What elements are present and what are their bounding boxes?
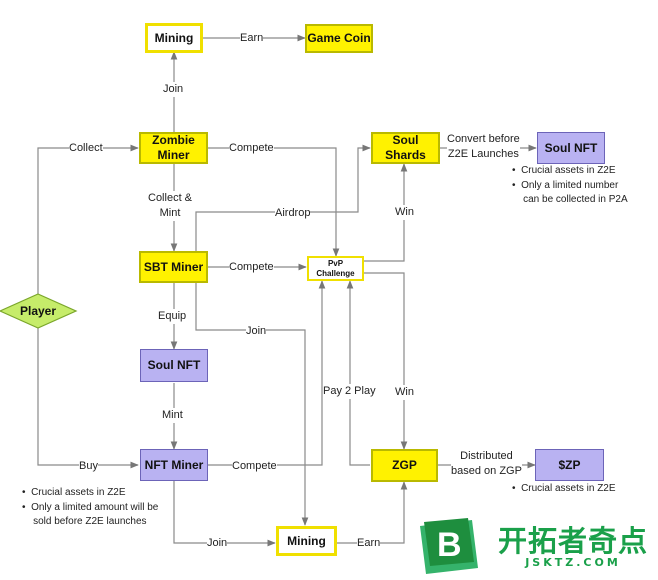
- node-mining-top: Mining: [145, 23, 203, 53]
- node-zombie-miner: Zombie Miner: [139, 132, 208, 164]
- node-label: Soul Shards: [385, 133, 426, 162]
- edge-label-buy: Buy: [79, 459, 98, 474]
- edge-label-win-shards: Win: [395, 205, 414, 220]
- node-soul-nft-middle: Soul NFT: [140, 349, 208, 382]
- node-label: Player: [19, 303, 57, 318]
- node-nft-miner: NFT Miner: [140, 449, 208, 481]
- node-label: Game Coin: [307, 31, 371, 45]
- note-line: • Crucial assets in Z2E: [512, 483, 616, 494]
- note-line: • Crucial assets in Z2E: [22, 487, 126, 498]
- edge-label-mint: Mint: [162, 408, 183, 423]
- node-label: SBT Miner: [143, 259, 204, 274]
- watermark-url: JSKTZ.COM: [525, 556, 621, 569]
- edge-label-compete-zombie: Compete: [229, 141, 274, 156]
- edge-label-line1: Convert before: [447, 133, 520, 145]
- node-label-line1: PvP: [327, 258, 344, 268]
- node-mining-bottom: Mining: [276, 526, 337, 556]
- edge-label-airdrop: Airdrop: [275, 206, 311, 221]
- edge-label-earn-top: Earn: [240, 31, 264, 46]
- edge-label-line1: Distributed: [460, 450, 513, 462]
- edge-label-compete-nft: Compete: [232, 459, 277, 474]
- edge-label-join-top: Join: [163, 82, 184, 97]
- edge-label-line1: Collect &: [148, 192, 193, 204]
- node-soul-shards: Soul Shards: [371, 132, 440, 164]
- node-label-line1: Zombie: [152, 133, 195, 147]
- node-label: Soul NFT: [147, 358, 201, 372]
- note-nft-miner: • Crucial assets in Z2E • Only a limited…: [22, 486, 158, 530]
- note-line: • Only a limited number: [512, 179, 619, 191]
- note-line: • Crucial assets in Z2E: [512, 165, 616, 176]
- node-label-line2: Miner: [157, 148, 190, 162]
- note-line: • Only a limited amount will be: [22, 501, 159, 513]
- edge-label-distributed: Distributed based on ZGP: [451, 449, 522, 479]
- node-label: $ZP: [558, 457, 581, 472]
- note-line: sold before Z2E launches: [33, 516, 147, 527]
- edge-label-convert: Convert before Z2E Launches: [447, 132, 520, 162]
- note-soul-nft: • Crucial assets in Z2E • Only a limited…: [512, 164, 628, 208]
- note-line: can be collected in P2A: [523, 194, 628, 205]
- edge-label-join-sbt: Join: [246, 324, 267, 339]
- svg-text:B: B: [437, 526, 462, 564]
- node-label: Soul NFT: [544, 140, 598, 155]
- node-label: ZGP: [392, 458, 417, 472]
- node-label-line2: Challenge: [316, 268, 355, 278]
- player-diamond-shape: [0, 293, 78, 329]
- node-szp: $ZP: [535, 449, 604, 481]
- edge-label-line2: Mint: [159, 206, 181, 219]
- edge-label-equip: Equip: [158, 309, 187, 324]
- note-szp: • Crucial assets in Z2E: [512, 482, 616, 497]
- edge-label-line2: Z2E Launches: [447, 147, 519, 160]
- edge-label-earn-bottom: Earn: [357, 536, 381, 551]
- watermark-logo-icon: B: [420, 518, 478, 574]
- edge-label-collect: Collect: [69, 141, 103, 156]
- edge-label-win-zgp: Win: [395, 385, 414, 400]
- node-pvp-challenge: PvP Challenge: [307, 256, 364, 281]
- node-player: Player: [6, 302, 70, 320]
- node-label: Mining: [154, 30, 194, 45]
- edge-label-pay2play: Pay 2 Play: [323, 384, 376, 399]
- node-game-coin: Game Coin: [305, 24, 373, 53]
- edge-label-line2: based on ZGP: [451, 464, 522, 477]
- watermark-brand: 开拓者奇点: [498, 524, 649, 558]
- node-soul-nft-right: Soul NFT: [537, 132, 605, 164]
- node-zgp: ZGP: [371, 449, 438, 482]
- edge-label-collect-mint: Collect & Mint: [148, 191, 193, 221]
- edge-label-compete-sbt: Compete: [229, 260, 274, 275]
- node-sbt-miner: SBT Miner: [139, 251, 208, 283]
- watermark-logo: B 开拓者奇点 JSKTZ.COM: [414, 516, 654, 576]
- node-label: NFT Miner: [144, 457, 204, 472]
- node-label: Mining: [287, 533, 326, 548]
- edge-label-join-bottom: Join: [207, 536, 228, 551]
